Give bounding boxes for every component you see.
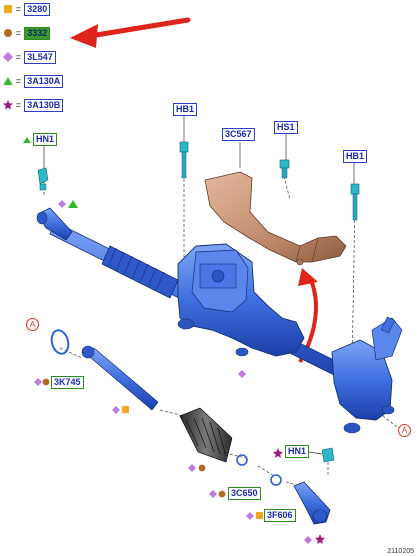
legend-code: 3L547	[24, 50, 56, 64]
label-3k745[interactable]: 3K745	[51, 376, 84, 389]
bellows-boot	[179, 407, 233, 463]
label-hs1[interactable]: HS1	[274, 121, 298, 134]
pointer-arrow	[87, 17, 191, 39]
right-nut-hn1	[321, 447, 335, 463]
diamond-icon	[3, 52, 13, 62]
circle-icon	[3, 28, 13, 38]
figure-reference-number: 2110205	[387, 548, 414, 555]
reference-marker-a-left: A	[26, 318, 39, 331]
label-3f606[interactable]: 3F606	[264, 509, 296, 522]
bolt-hb1-right	[350, 183, 360, 221]
legend-code: 3A130A	[24, 74, 64, 88]
heat-shield	[204, 171, 347, 263]
square-icon	[3, 4, 13, 14]
legend-row-3a130b: = 3A130B	[3, 98, 64, 112]
pointer-arrowhead	[70, 24, 98, 48]
legend-row-3l547: = 3L547	[3, 50, 56, 64]
bolt-hb1-top	[179, 141, 189, 179]
triangle-icon	[3, 76, 13, 86]
label-hb1-right[interactable]: HB1	[343, 150, 368, 163]
legend-equals: =	[16, 4, 22, 14]
legend-row-3280: = 3280	[3, 2, 51, 16]
label-hb1-top[interactable]: HB1	[173, 103, 198, 116]
screw-hs1	[279, 159, 290, 179]
legend-equals: =	[16, 76, 22, 86]
left-nut-hn1	[37, 167, 49, 191]
part-symbols	[23, 137, 325, 544]
reference-marker-a-right: A	[398, 424, 411, 437]
legend-code: 3A130B	[24, 98, 64, 112]
legend-code: 3280	[24, 2, 51, 16]
legend-code: 3332	[24, 26, 51, 40]
legend-equals: =	[16, 100, 22, 110]
inner-tie-rod	[83, 347, 159, 411]
clip-3c650	[270, 474, 282, 486]
star-icon	[3, 100, 13, 110]
left-rack-boot	[101, 245, 179, 299]
clip-small	[236, 454, 248, 466]
label-hn1-left[interactable]: HN1	[33, 133, 58, 146]
legend-equals: =	[16, 52, 22, 62]
legend-equals: =	[16, 28, 22, 38]
label-3c650[interactable]: 3C650	[228, 487, 261, 500]
legend-row-3a130a: = 3A130A	[3, 74, 64, 88]
legend-row-3332: = 3332	[3, 26, 51, 40]
label-3c567[interactable]: 3C567	[222, 128, 255, 141]
o-ring	[50, 329, 70, 355]
label-hn1-right[interactable]: HN1	[285, 445, 310, 458]
